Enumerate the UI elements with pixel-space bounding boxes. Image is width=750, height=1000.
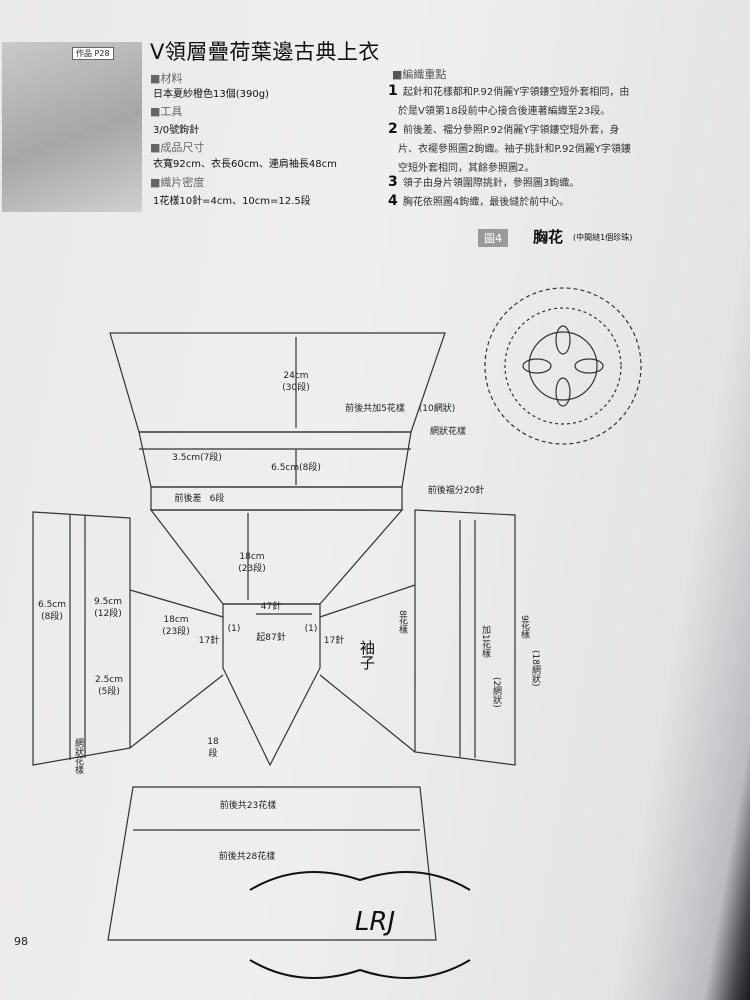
label-top-height: 24cm [283, 371, 308, 381]
hook-text: 3/0號鉤針 [153, 125, 200, 136]
left-connector-1 [129, 589, 224, 618]
page-title: V領層疊荷葉邊古典上衣 [150, 40, 380, 64]
tools-label: ■工具 [150, 105, 183, 118]
schematic-labels: 24cm (30段) 前後共加5花樣 (10網狀) 網狀花樣 3.5cm(7段)… [38, 371, 484, 862]
flower-middle-ring [504, 307, 622, 425]
label-net-count: (10網狀) [419, 402, 455, 414]
armhole-shape [149, 509, 404, 605]
label-rs-9: 9花樣 [519, 615, 530, 639]
right-connector-2 [319, 674, 416, 753]
gauge-text: 1花樣10針=4cm、10cm=12.5段 [153, 196, 311, 207]
label-rs-8: 8花樣 [397, 610, 408, 634]
label-edge-cm: 2.5cm [95, 675, 123, 685]
figure4-tag: 圖4 [478, 229, 508, 247]
label-st17-left: 17針 [199, 634, 219, 646]
petal-3 [522, 358, 552, 374]
page-number: 98 [14, 935, 28, 948]
v-neck-body [222, 603, 321, 767]
label-rows18-b: 段 [208, 747, 217, 759]
label-edge-rows: (5段) [98, 685, 120, 697]
schematic-shapes [32, 287, 642, 941]
label-left-armhole-rows: (23段) [162, 625, 189, 637]
label-sl-cm: 9.5cm [94, 597, 122, 607]
label-hem23: 前後共23花樣 [220, 799, 276, 811]
work-number-badge: 作品 P28 [72, 47, 114, 60]
label-six-rows: 6段 [210, 492, 225, 504]
hem-piece [107, 786, 437, 941]
right-connector-1 [319, 584, 416, 618]
step-1: 1 起針和花樣都和P.92俏麗Y字領鏤空短外套相同，由 於是V領第18段前中心接… [388, 83, 630, 117]
label-rs-add: 加1花樣 [480, 625, 491, 658]
label-rs-9b: (18網狀) [530, 650, 541, 686]
materials-label: ■材料 [150, 72, 183, 85]
label-st17-right: 17針 [324, 634, 344, 646]
step-3: 3 領子由身片領圍際挑針，參照圖3鉤織。 [388, 174, 580, 190]
label-cuff-rows: (8段) [41, 610, 63, 622]
flower-outer-ring [484, 287, 642, 445]
petal-4 [574, 358, 604, 374]
step-4: 4 胸花依照圖4鉤織，最後縫於前中心。 [388, 193, 570, 209]
figure4-title: 胸花 [533, 228, 564, 246]
label-top-rows: (30段) [282, 381, 309, 393]
flower-inner-ring [528, 331, 598, 401]
yarn-text: 日本夏紗橙色13個(390g) [153, 89, 269, 100]
label-rows18-a: 18 [207, 737, 219, 747]
label-hem28: 前後共28花樣 [219, 850, 275, 862]
label-sleeve-net: 網狀花樣 [73, 737, 84, 774]
label-left-armhole-cm: 18cm [163, 615, 188, 625]
watermark-ornament [249, 871, 471, 979]
label-st47: 47針 [261, 600, 281, 612]
label-net-pattern: 網狀花樣 [430, 425, 466, 437]
label-sl-rows: (12段) [94, 607, 121, 619]
size-label: ■成品尺寸 [150, 141, 205, 154]
left-connector-2 [129, 674, 224, 749]
label-armhole-rows: (23段) [238, 562, 265, 574]
yoke-top-piece [109, 332, 446, 433]
label-start87: 起87針 [256, 631, 285, 643]
label-front-back-diff: 前後差 [174, 492, 201, 504]
label-sleeve: 袖子 [358, 640, 376, 670]
figure4-note: (中間縫1個珍珠) [573, 233, 633, 242]
garment-photo [2, 42, 142, 212]
step-2: 2 前後差、襠分參照P.92俏麗Y字領鏤空短外套，身 片、衣襬參照圖2鉤織。袖子… [388, 121, 631, 174]
watermark-text: LRJ [355, 907, 395, 937]
instructions-heading: ■編織重點 [392, 68, 447, 81]
label-rs-add2: (2網狀) [491, 677, 502, 708]
gauge-label: ■織片密度 [150, 176, 205, 189]
label-cuff-cm: 6.5cm [38, 600, 66, 610]
label-front-back-5: 前後共加5花樣 [345, 402, 405, 414]
label-gusset: 前後襠分20針 [428, 484, 484, 496]
label-band2: 6.5cm(8段) [271, 461, 321, 473]
size-text: 衣寬92cm、衣長60cm、連肩袖長48cm [153, 159, 337, 170]
right-sleeve [414, 509, 516, 766]
petal-2 [555, 377, 571, 407]
left-sleeve [32, 511, 131, 766]
petal-1 [555, 325, 571, 355]
label-band-width: 3.5cm(7段) [172, 451, 222, 463]
label-one-left: (1) [228, 624, 241, 634]
label-armhole-cm: 18cm [239, 552, 264, 562]
label-one-right: (1) [305, 624, 318, 634]
